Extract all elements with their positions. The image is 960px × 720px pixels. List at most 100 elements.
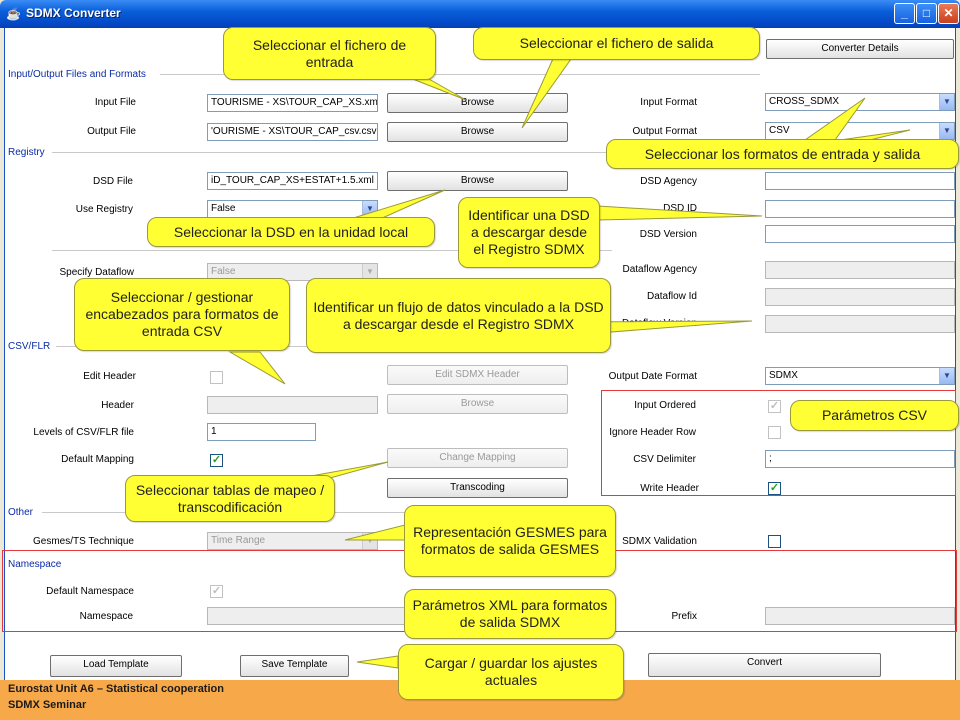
write-header-label: Write Header — [640, 483, 699, 494]
chevron-down-icon[interactable]: ▼ — [939, 94, 954, 110]
dsd-browse-button[interactable]: Browse — [387, 171, 568, 191]
input-ordered-label: Input Ordered — [634, 400, 696, 411]
chevron-down-icon[interactable]: ▼ — [362, 533, 377, 549]
levels-field[interactable]: 1 — [207, 423, 316, 441]
input-browse-button[interactable]: Browse — [387, 93, 568, 113]
callout-output-file: Seleccionar el fichero de salida — [473, 27, 760, 60]
footer-line-2: SDMX Seminar — [8, 699, 87, 711]
output-file-label: Output File — [87, 126, 136, 137]
chevron-down-icon[interactable]: ▼ — [362, 264, 377, 280]
input-format-label: Input Format — [640, 97, 697, 108]
section-namespace-title: Namespace — [8, 559, 62, 570]
gesmes-select[interactable]: Time Range ▼ — [207, 532, 378, 550]
output-format-select[interactable]: CSV ▼ — [765, 122, 955, 140]
use-registry-value: False — [211, 203, 236, 214]
specify-dataflow-select[interactable]: False ▼ — [207, 263, 378, 281]
callout-templates: Cargar / guardar los ajustes actuales — [398, 644, 624, 700]
csv-delimiter-field[interactable]: ; — [765, 450, 955, 468]
dataflow-version-field[interactable] — [765, 315, 955, 333]
csv-parameters-box — [601, 390, 956, 496]
default-mapping-label: Default Mapping — [61, 454, 134, 465]
callout-mapping: Seleccionar tablas de mapeo / transcodif… — [125, 475, 335, 522]
header-browse-button[interactable]: Browse — [387, 394, 568, 414]
dsd-file-field[interactable]: iD_TOUR_CAP_XS+ESTAT+1.5.xml — [207, 172, 378, 190]
converter-details-button[interactable]: Converter Details — [766, 39, 954, 59]
callout-gesmes: Representación GESMES para formatos de s… — [404, 505, 616, 577]
chevron-down-icon[interactable]: ▼ — [939, 123, 954, 139]
minimize-button[interactable]: _ — [894, 3, 915, 24]
namespace-label: Namespace — [79, 611, 133, 622]
namespace-field[interactable] — [207, 607, 407, 625]
callout-dsd-registry: Identificar una DSD a descargar desde el… — [458, 197, 600, 268]
output-format-label: Output Format — [632, 126, 697, 137]
output-date-format-value: SDMX — [769, 370, 798, 381]
section-io-title: Input/Output Files and Formats — [8, 69, 146, 80]
specify-dataflow-label: Specify Dataflow — [59, 267, 134, 278]
dataflow-id-label: Dataflow Id — [646, 291, 697, 302]
sdmx-validation-checkbox[interactable] — [768, 535, 781, 548]
use-registry-label: Use Registry — [75, 204, 133, 215]
callout-input-file: Seleccionar el fichero de entrada — [223, 27, 436, 80]
java-app-icon: ☕ — [6, 7, 21, 21]
prefix-field[interactable] — [765, 607, 955, 625]
dsd-version-field[interactable] — [765, 225, 955, 243]
levels-label: Levels of CSV/FLR file — [33, 427, 134, 438]
dsd-version-label: DSD Version — [639, 229, 697, 240]
gesmes-value: Time Range — [211, 535, 266, 546]
default-namespace-label: Default Namespace — [46, 586, 134, 597]
convert-button[interactable]: Convert — [648, 653, 881, 677]
write-header-checkbox[interactable]: ✓ — [768, 482, 781, 495]
chevron-down-icon[interactable]: ▼ — [362, 201, 377, 217]
dsd-id-field[interactable] — [765, 200, 955, 218]
change-mapping-button[interactable]: Change Mapping — [387, 448, 568, 468]
section-csv-title: CSV/FLR — [8, 341, 51, 352]
output-date-format-select[interactable]: SDMX ▼ — [765, 367, 955, 385]
callout-xml-params: Parámetros XML para formatos de salida S… — [404, 589, 616, 639]
callout-dsd-local: Seleccionar la DSD en la unidad local — [147, 217, 435, 247]
dsd-agency-field[interactable] — [765, 172, 955, 190]
callout-formats: Seleccionar los formatos de entrada y sa… — [606, 139, 959, 169]
dataflow-agency-field[interactable] — [765, 261, 955, 279]
prefix-label: Prefix — [671, 611, 697, 622]
gesmes-label: Gesmes/TS Technique — [33, 536, 134, 547]
callout-csv-headers: Seleccionar / gestionar encabezados para… — [74, 278, 290, 351]
input-file-label: Input File — [94, 97, 136, 108]
input-ordered-checkbox[interactable]: ✓ — [768, 400, 781, 413]
csv-delimiter-label: CSV Delimiter — [633, 454, 696, 465]
save-template-button[interactable]: Save Template — [240, 655, 349, 677]
chevron-down-icon[interactable]: ▼ — [939, 368, 954, 384]
default-mapping-checkbox[interactable]: ✓ — [210, 454, 223, 467]
input-file-field[interactable]: TOURISME - XS\TOUR_CAP_XS.xml — [207, 94, 378, 112]
output-date-format-label: Output Date Format — [608, 371, 697, 382]
section-registry-title: Registry — [8, 147, 45, 158]
use-registry-select[interactable]: False ▼ — [207, 200, 378, 218]
callout-dataflow: Identificar un flujo de datos vinculado … — [306, 278, 611, 353]
edit-header-label: Edit Header — [83, 371, 136, 382]
title-bar: ☕ SDMX Converter _ □ ✕ — [0, 0, 960, 28]
specify-dataflow-value: False — [211, 266, 236, 277]
output-browse-button[interactable]: Browse — [387, 122, 568, 142]
section-other-title: Other — [8, 507, 34, 518]
dsd-file-label: DSD File — [92, 176, 133, 187]
edit-header-checkbox[interactable] — [210, 371, 223, 384]
section-divider — [52, 152, 612, 153]
sdmx-validation-label: SDMX Validation — [622, 536, 697, 547]
input-format-value: CROSS_SDMX — [769, 96, 840, 107]
load-template-button[interactable]: Load Template — [50, 655, 182, 677]
dataflow-id-field[interactable] — [765, 288, 955, 306]
ignore-header-row-checkbox[interactable] — [768, 426, 781, 439]
callout-csv-params: Parámetros CSV — [790, 400, 959, 431]
close-button[interactable]: ✕ — [938, 3, 959, 24]
edit-sdmx-header-button[interactable]: Edit SDMX Header — [387, 365, 568, 385]
dsd-agency-label: DSD Agency — [640, 176, 697, 187]
ignore-header-row-label: Ignore Header Row — [609, 427, 696, 438]
input-format-select[interactable]: CROSS_SDMX ▼ — [765, 93, 955, 111]
header-field[interactable] — [207, 396, 378, 414]
default-namespace-checkbox[interactable]: ✓ — [210, 585, 223, 598]
dataflow-agency-label: Dataflow Agency — [622, 264, 698, 275]
transcoding-button[interactable]: Transcoding — [387, 478, 568, 498]
output-file-field[interactable]: 'OURISME - XS\TOUR_CAP_csv.csv — [207, 123, 378, 141]
section-divider — [52, 250, 612, 251]
maximize-button[interactable]: □ — [916, 3, 937, 24]
header-label: Header — [101, 400, 134, 411]
